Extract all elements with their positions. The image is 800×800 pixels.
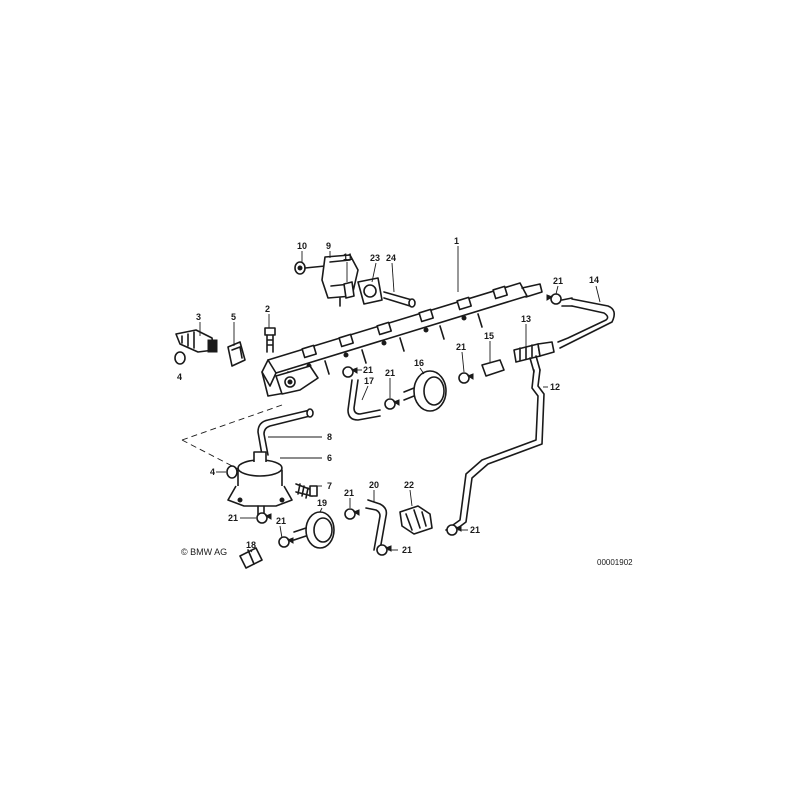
callout-22: 22 — [404, 480, 414, 490]
callout-2: 2 — [265, 304, 270, 314]
callout-21f: 21 — [276, 516, 286, 526]
callout-21c: 21 — [456, 342, 466, 352]
clamps-21 — [256, 293, 562, 556]
callout-8: 8 — [327, 432, 332, 442]
callout-3: 3 — [196, 312, 201, 322]
sleeve-15 — [481, 359, 505, 377]
callout-11: 11 — [343, 252, 353, 262]
callout-21g: 21 — [344, 488, 354, 498]
callout-21e: 21 — [228, 513, 238, 523]
injector-3 — [175, 329, 218, 353]
callout-1: 1 — [454, 236, 459, 246]
callout-4a: 4 — [177, 372, 182, 382]
callout-16: 16 — [414, 358, 424, 368]
callout-20: 20 — [369, 480, 379, 490]
hose-12 — [445, 369, 545, 535]
callout-24: 24 — [386, 253, 396, 263]
clip-22 — [399, 505, 433, 535]
pipe-8 — [257, 408, 314, 456]
hose-20 — [365, 499, 388, 551]
callout-13: 13 — [521, 314, 531, 324]
dashed-guide — [181, 404, 283, 471]
o-ring-4a — [174, 351, 186, 365]
copyright-text: © BMW AG — [181, 547, 227, 557]
callout-21a: 21 — [363, 365, 373, 375]
filter-6 — [227, 451, 293, 517]
callout-6: 6 — [327, 453, 332, 463]
callout-9: 9 — [326, 241, 331, 251]
callout-10: 10 — [297, 241, 307, 251]
callout-23: 23 — [370, 253, 380, 263]
damper-16 — [403, 370, 447, 412]
o-ring-4b — [226, 465, 238, 479]
hose-17 — [347, 379, 381, 421]
bolt-2 — [264, 327, 276, 353]
callout-14: 14 — [589, 275, 599, 285]
pressure-regulator-group — [294, 254, 416, 308]
callout-18: 18 — [246, 540, 256, 550]
fuel-rail — [261, 282, 543, 397]
callout-21b: 21 — [385, 368, 395, 378]
clip-5 — [227, 341, 246, 367]
callout-21h: 21 — [402, 545, 412, 555]
callout-15: 15 — [484, 331, 494, 341]
damper-19 — [293, 511, 335, 549]
callout-17: 17 — [364, 376, 374, 386]
hose-14 — [557, 297, 616, 349]
callout-4b: 4 — [210, 467, 215, 477]
callout-12: 12 — [550, 382, 560, 392]
callout-21d: 21 — [553, 276, 563, 286]
callout-21i: 21 — [470, 525, 480, 535]
callout-7: 7 — [327, 481, 332, 491]
leader-lines — [199, 246, 601, 553]
callout-5: 5 — [231, 312, 236, 322]
t-piece-13 — [513, 341, 555, 373]
callout-19: 19 — [317, 498, 327, 508]
bolt-7 — [295, 483, 318, 499]
diagram-number: 00001902 — [597, 558, 633, 567]
